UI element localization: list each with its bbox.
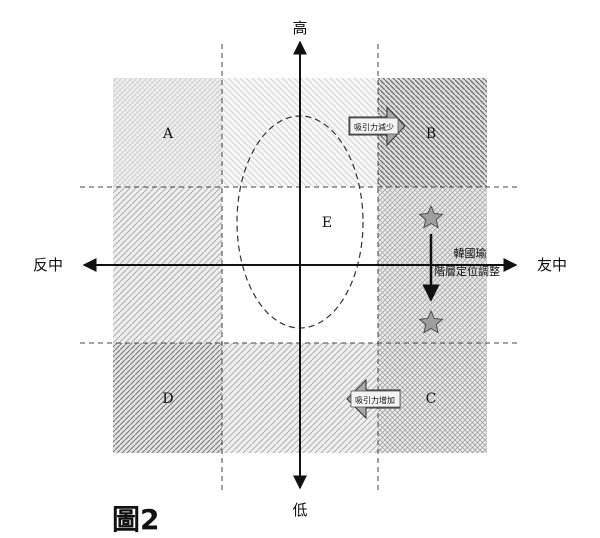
attraction-decrease-arrow: 吸引力減少 bbox=[348, 105, 406, 147]
axis-label-top: 高 bbox=[292, 19, 307, 37]
annotation-line-1: 韓國瑜 bbox=[454, 246, 487, 260]
region-label-e: E bbox=[322, 215, 332, 231]
cell-top-left bbox=[113, 78, 222, 187]
attraction-decrease-label: 吸引力減少 bbox=[354, 122, 394, 132]
attraction-increase-label: 吸引力增加 bbox=[355, 395, 395, 405]
region-label-b: B bbox=[426, 126, 436, 142]
cell-bottom-left bbox=[113, 343, 222, 453]
region-label-a: A bbox=[162, 126, 174, 142]
star-lower-icon bbox=[418, 309, 444, 334]
axis-label-bottom: 低 bbox=[292, 501, 307, 519]
axis-label-right: 友中 bbox=[537, 256, 567, 274]
region-label-d: D bbox=[162, 391, 173, 407]
attraction-increase-arrow: 吸引力增加 bbox=[346, 378, 401, 420]
axis-label-left: 反中 bbox=[33, 256, 63, 274]
star-upper-icon bbox=[418, 204, 444, 229]
figure-caption: 圖2 bbox=[112, 503, 160, 536]
region-label-c: C bbox=[426, 391, 437, 407]
annotation-line-2: 階層定位調整 bbox=[434, 264, 500, 278]
